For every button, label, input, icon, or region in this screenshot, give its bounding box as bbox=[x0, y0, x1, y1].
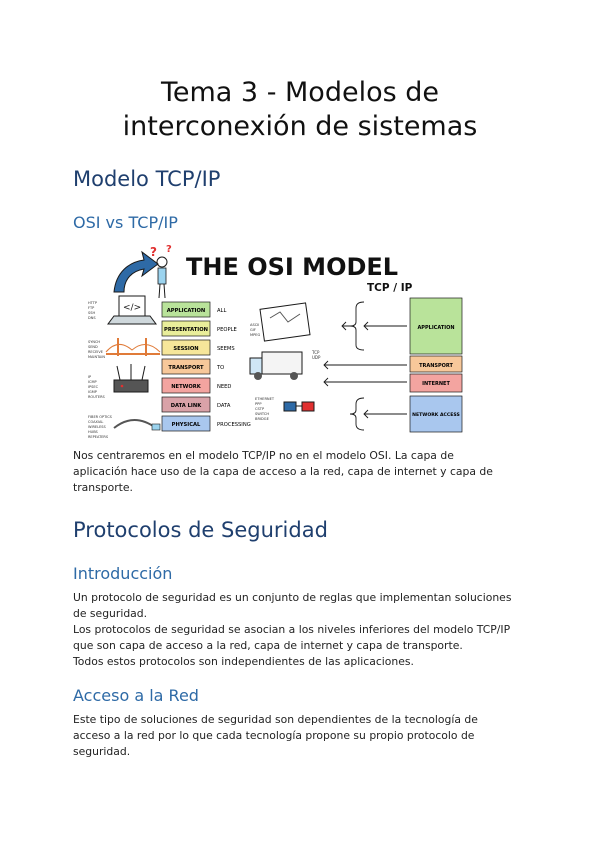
network-devices-icon: ETHERNET PPP CSTP SWITCH BRIDGE bbox=[255, 397, 315, 421]
svg-text:SEEMS: SEEMS bbox=[217, 346, 235, 352]
whiteboard-icon bbox=[259, 302, 311, 342]
tcpip-title: TCP / IP bbox=[367, 282, 413, 294]
tcpip-layer-network-access: NETWORK ACCESS bbox=[409, 395, 463, 433]
svg-text:?: ? bbox=[150, 245, 157, 259]
svg-text:TCP: TCP bbox=[311, 350, 320, 355]
svg-text:FIBER OPTICS: FIBER OPTICS bbox=[88, 415, 113, 419]
svg-text:TRANSPORT: TRANSPORT bbox=[419, 363, 453, 369]
svg-text:BRIDGE: BRIDGE bbox=[255, 417, 270, 421]
tcpip-layer-application: APPLICATION bbox=[409, 297, 463, 355]
svg-text:CSTP: CSTP bbox=[255, 407, 265, 411]
svg-text:WIRELESS: WIRELESS bbox=[88, 425, 107, 429]
heading-modelo-tcpip: Modelo TCP/IP bbox=[73, 167, 221, 191]
svg-text:GIF: GIF bbox=[250, 328, 256, 332]
svg-text:APPLICATION: APPLICATION bbox=[417, 325, 454, 331]
svg-text:COAXIAL: COAXIAL bbox=[88, 420, 103, 424]
svg-text:PHYSICAL: PHYSICAL bbox=[172, 422, 201, 428]
tcpip-layer-transport: TRANSPORT bbox=[409, 355, 463, 373]
bridge-icon bbox=[105, 338, 161, 356]
svg-text:DATA: DATA bbox=[217, 403, 231, 409]
svg-text:PROCESSING: PROCESSING bbox=[217, 422, 251, 428]
cable-icon bbox=[113, 419, 161, 431]
svg-text:TO: TO bbox=[216, 365, 224, 371]
osi-vs-tcpip-diagram: ? ? THE OSI MODEL TCP / IP </> bbox=[88, 244, 463, 439]
svg-text:DNS: DNS bbox=[88, 316, 96, 320]
paragraph-acceso-red: Este tipo de soluciones de seguridad son… bbox=[73, 713, 478, 758]
osi-layer-physical: PHYSICAL PROCESSING bbox=[161, 415, 251, 432]
svg-text:ASCII: ASCII bbox=[250, 323, 259, 327]
subheading-acceso-red: Acceso a la Red bbox=[73, 686, 199, 705]
tcpip-layer-stack: APPLICATION TRANSPORT INTERNET NETWORK A… bbox=[409, 297, 463, 433]
osi-layer-data-link: DATA LINK DATA bbox=[161, 396, 231, 413]
osi-layer-presentation: PRESENTATION PEOPLE bbox=[161, 320, 237, 337]
svg-text:ETHERNET: ETHERNET bbox=[255, 397, 275, 401]
osi-layer-transport: TRANSPORT TO bbox=[161, 358, 224, 375]
svg-text:SESSION: SESSION bbox=[173, 346, 198, 352]
svg-text:PEOPLE: PEOPLE bbox=[217, 327, 237, 333]
svg-text:FTP: FTP bbox=[88, 306, 94, 310]
svg-text:HTTP: HTTP bbox=[88, 301, 97, 305]
svg-text:PRESENTATION: PRESENTATION bbox=[164, 327, 208, 333]
osi-model-title: THE OSI MODEL bbox=[186, 253, 398, 281]
svg-text:RECEIVE: RECEIVE bbox=[88, 350, 103, 354]
curved-arrow-icon bbox=[113, 250, 159, 293]
svg-text:NEED: NEED bbox=[217, 384, 231, 390]
osi-vs-tcpip-figure: ? ? THE OSI MODEL TCP / IP </> bbox=[74, 242, 474, 440]
svg-text:ALL: ALL bbox=[217, 308, 226, 314]
osi-layer-application: APPLICATION ALL bbox=[161, 301, 226, 318]
svg-text:APPLICATION: APPLICATION bbox=[167, 308, 206, 314]
svg-text:NETWORK: NETWORK bbox=[171, 384, 202, 390]
svg-text:TRANSPORT: TRANSPORT bbox=[168, 365, 204, 371]
svg-text:INTERNET: INTERNET bbox=[422, 381, 450, 387]
subheading-osi-vs-tcpip: OSI vs TCP/IP bbox=[73, 213, 178, 232]
osi-layer-session: SESSION SEEMS bbox=[161, 339, 235, 356]
paragraph-tcpip: Nos centraremos en el modelo TCP/IP no e… bbox=[73, 449, 493, 494]
laptop-icon: </> bbox=[107, 295, 157, 325]
svg-text:PPP: PPP bbox=[255, 402, 262, 406]
svg-text:</>: </> bbox=[123, 303, 141, 313]
truck-icon: TCP UDP bbox=[249, 350, 321, 380]
svg-text:DATA LINK: DATA LINK bbox=[171, 403, 202, 409]
osi-layer-stack: APPLICATION ALL PRESENTATION PEOPLE SESS… bbox=[161, 301, 251, 432]
paragraph-introduccion: Un protocolo de seguridad es un conjunto… bbox=[73, 591, 512, 668]
tcpip-layer-internet: INTERNET bbox=[409, 373, 463, 393]
title-line-2: interconexión de sistemas bbox=[122, 111, 478, 142]
svg-text:UDP: UDP bbox=[312, 355, 321, 360]
svg-text:?: ? bbox=[166, 244, 172, 255]
svg-text:ROUTERS: ROUTERS bbox=[88, 395, 106, 399]
heading-protocolos-seguridad: Protocolos de Seguridad bbox=[73, 518, 328, 542]
svg-text:SEND: SEND bbox=[88, 345, 98, 349]
svg-text:IPSEC: IPSEC bbox=[88, 385, 99, 389]
osi-layer-network: NETWORK NEED bbox=[161, 377, 231, 394]
svg-text:MAINTAIN: MAINTAIN bbox=[88, 355, 105, 359]
svg-text:ICMP: ICMP bbox=[88, 380, 97, 384]
svg-text:IP: IP bbox=[88, 375, 91, 379]
svg-text:IGMP: IGMP bbox=[88, 390, 97, 394]
document-title: Tema 3 - Modelos de interconexión de sis… bbox=[0, 76, 600, 144]
confused-person-icon: ? ? bbox=[150, 244, 172, 299]
svg-text:SSH: SSH bbox=[88, 311, 95, 315]
svg-text:SYNCH: SYNCH bbox=[88, 340, 100, 344]
mapping-arrows bbox=[323, 301, 407, 431]
svg-text:MPEG: MPEG bbox=[250, 333, 261, 337]
svg-text:NETWORK ACCESS: NETWORK ACCESS bbox=[412, 412, 460, 418]
title-line-1: Tema 3 - Modelos de bbox=[160, 77, 439, 108]
svg-text:HUBS: HUBS bbox=[88, 430, 99, 434]
router-icon bbox=[113, 364, 149, 393]
svg-text:REPEATERS: REPEATERS bbox=[88, 435, 109, 439]
subheading-introduccion: Introducción bbox=[73, 564, 173, 583]
svg-text:SWITCH: SWITCH bbox=[255, 412, 269, 416]
